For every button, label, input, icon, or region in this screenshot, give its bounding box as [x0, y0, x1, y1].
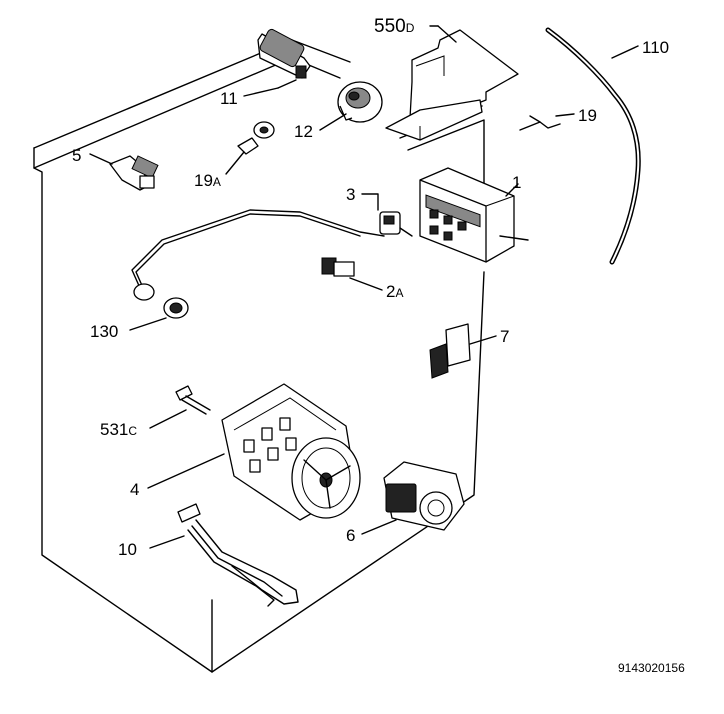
label-2a: 2A — [386, 282, 403, 301]
label-531c: 531C — [100, 420, 137, 439]
label-4: 4 — [130, 480, 139, 499]
part-550d-bracket — [385, 25, 519, 141]
part-6-pump — [361, 461, 465, 535]
part-130-grommet — [129, 297, 189, 331]
part-4-motor — [147, 383, 361, 521]
part-7-suppressor — [429, 323, 497, 379]
label-1: 1 — [512, 173, 521, 192]
part-10-heater — [149, 503, 299, 607]
part-19a-small-valve — [225, 121, 275, 175]
label-3: 3 — [346, 185, 355, 204]
part-19-clip — [519, 113, 575, 131]
label-550d: 550D — [374, 16, 415, 37]
cabinet-outline — [33, 39, 485, 673]
document-number: 9143020156 — [618, 661, 685, 675]
label-10: 10 — [118, 540, 137, 559]
label-7: 7 — [500, 327, 509, 346]
label-19a: 19A — [194, 171, 221, 190]
label-11: 11 — [220, 89, 238, 108]
part-12-pressure-switch — [319, 81, 383, 131]
label-12: 12 — [294, 122, 313, 141]
label-19: 19 — [578, 106, 597, 125]
part-531c-screw — [149, 385, 211, 429]
part-110-hose — [545, 27, 641, 265]
label-6: 6 — [346, 526, 355, 545]
label-110: 110 — [642, 38, 669, 57]
part-labels: 550D 110 11 12 19 5 19A 3 1 2A 130 7 531… — [72, 16, 669, 559]
part-1-timer — [419, 167, 529, 263]
part-11-capacitor — [243, 28, 311, 97]
label-5: 5 — [72, 146, 81, 165]
label-130: 130 — [90, 322, 118, 341]
part-5-valve — [89, 153, 159, 191]
part-3-sensor — [361, 193, 413, 237]
part-drain-pipe — [131, 209, 385, 301]
part-2a-connector — [321, 257, 383, 291]
